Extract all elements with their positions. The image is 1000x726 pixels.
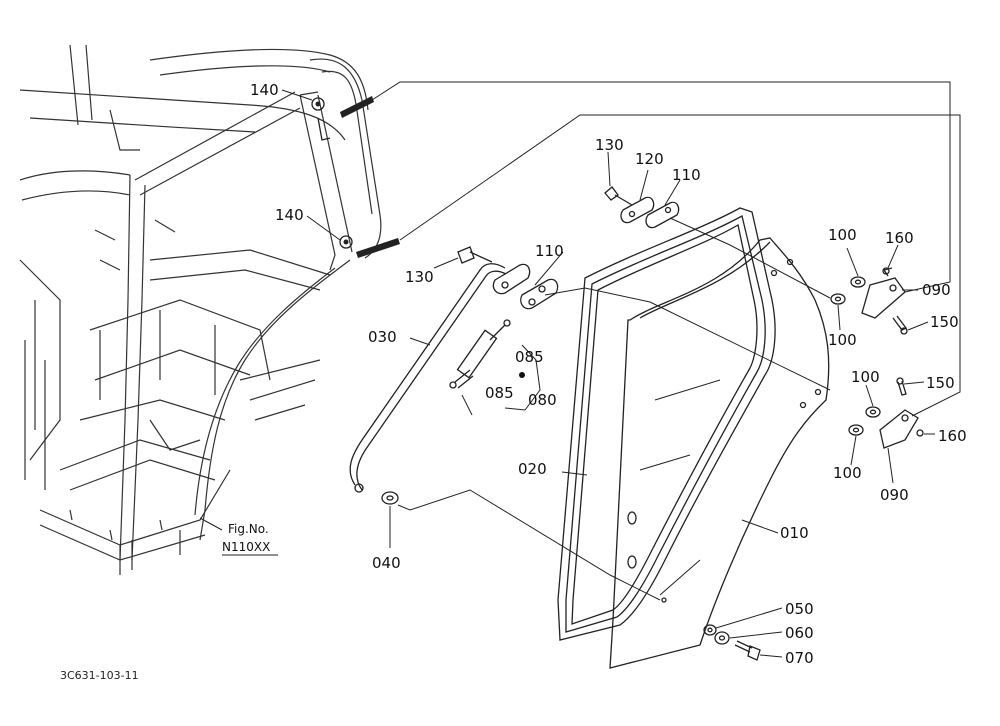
callout-130-upper: 130 <box>595 136 624 154</box>
callout-150-lower: 150 <box>926 374 955 392</box>
callout-150-upper: 150 <box>930 313 959 331</box>
callout-030: 030 <box>368 328 397 346</box>
callout-labels: 140 140 130 130 120 110 110 030 085 085 … <box>250 81 967 667</box>
gas-strut <box>449 319 511 389</box>
callout-160-lower: 160 <box>938 427 967 445</box>
callout-080: 080 <box>528 391 557 409</box>
hinge-090-upper <box>861 267 906 319</box>
callout-100-c: 100 <box>851 368 880 386</box>
fig-no-code: N110XX <box>222 540 270 554</box>
callout-085-upper: 085 <box>515 348 544 366</box>
callout-100-a: 100 <box>828 226 857 244</box>
washer-040 <box>381 491 399 505</box>
figure-reference: Fig.No. N110XX <box>222 522 278 556</box>
callout-050: 050 <box>785 600 814 618</box>
callout-130-left: 130 <box>405 268 434 286</box>
callout-040: 040 <box>372 554 401 572</box>
callout-100-b: 100 <box>828 331 857 349</box>
hinge-090-lower <box>879 409 919 449</box>
callout-060: 060 <box>785 624 814 642</box>
callout-090-lower: 090 <box>880 486 909 504</box>
bracket-140-upper <box>311 97 331 141</box>
callout-090-upper: 090 <box>922 281 951 299</box>
hatch-arrow-lower <box>356 238 400 258</box>
callout-070: 070 <box>785 649 814 667</box>
callout-leaders <box>199 89 935 658</box>
fasteners-050-070 <box>703 624 761 661</box>
callout-110-upper: 110 <box>672 166 701 184</box>
hinge-plate-upper <box>604 186 680 229</box>
clips-160 <box>882 267 924 437</box>
pivot-dot <box>519 372 525 378</box>
pins-150 <box>892 315 908 396</box>
bracket-140-lower <box>339 235 353 249</box>
door-frame-seal <box>557 207 776 641</box>
handle-rod <box>349 263 507 493</box>
bolt-130-left <box>457 246 493 264</box>
callout-140-upper: 140 <box>250 81 279 99</box>
callout-010: 010 <box>780 524 809 542</box>
callout-120: 120 <box>635 150 664 168</box>
callout-085-lower: 085 <box>485 384 514 402</box>
cab-frame <box>19 44 382 575</box>
fig-no-label: Fig.No. <box>228 522 269 536</box>
callout-110-left: 110 <box>535 242 564 260</box>
hatch-arrow-upper <box>340 96 374 118</box>
callout-100-d: 100 <box>833 464 862 482</box>
callout-140-lower: 140 <box>275 206 304 224</box>
washers-100 <box>830 276 881 436</box>
callout-020: 020 <box>518 460 547 478</box>
hinge-plate-left <box>492 263 559 310</box>
door-glass <box>609 237 830 669</box>
callout-160-upper: 160 <box>885 229 914 247</box>
drawing-number: 3C631-103-11 <box>60 669 139 682</box>
